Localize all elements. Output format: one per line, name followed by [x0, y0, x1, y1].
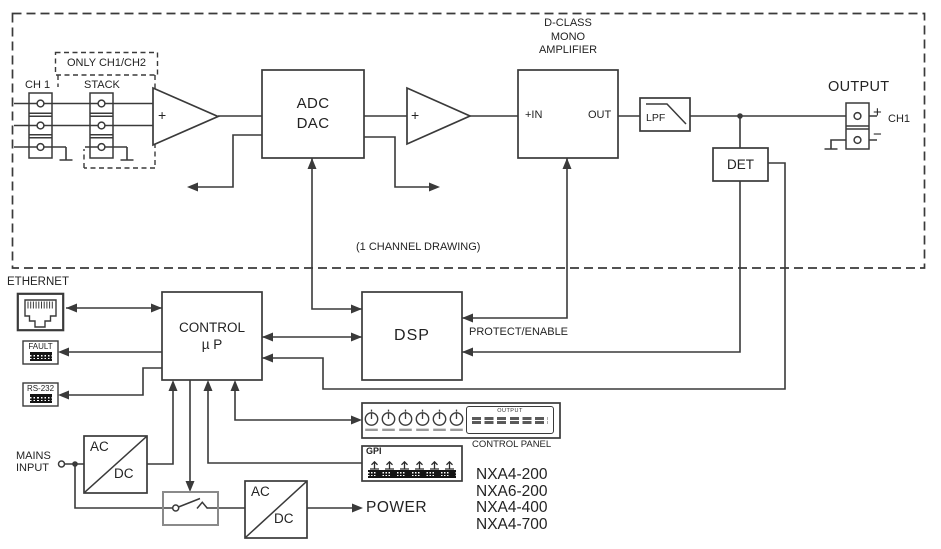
stack-terminal-block [89, 92, 114, 159]
pin-connector-icon [29, 351, 52, 361]
ch1-connector-label: CH 1 [25, 79, 51, 91]
acdc1-diagonal [84, 436, 147, 493]
fault-label: FAULT [28, 342, 53, 351]
acdc1-dc-label: DC [114, 466, 134, 481]
mains-terminal [57, 460, 66, 468]
model-name: NXA4-700 [476, 515, 548, 533]
wires [14, 102, 877, 509]
adc-dac-label: ADC DAC [296, 95, 330, 132]
protect-enable-label: PROTECT/ENABLE [469, 326, 569, 338]
input-wires [14, 102, 153, 161]
only-ch1ch2-dashed-box [54, 51, 159, 76]
control-wires [66, 158, 786, 396]
channel-section-dashed-box [11, 12, 926, 269]
pin-strip-icon [368, 470, 456, 478]
knob-labels [365, 428, 463, 431]
amp-in-label: +IN [525, 109, 543, 121]
dclass-amp-box [517, 69, 619, 159]
output-minus-sign: − [873, 126, 882, 143]
acdc1-box [83, 435, 148, 494]
det-box [712, 147, 769, 182]
model-name: NXA4-400 [476, 499, 548, 516]
block-outlines [22, 69, 769, 539]
dsp-box [361, 291, 463, 381]
control-panel-label: CONTROL PANEL [472, 439, 552, 450]
ch1-terminal-block [28, 92, 53, 159]
acdc1-ac-label: AC [90, 439, 109, 454]
pin-connector-icon [29, 393, 52, 403]
signal-path-wires [196, 115, 877, 188]
arrowheads [58, 158, 572, 513]
preamp-triangle [152, 86, 221, 147]
control-up-label: CONTROL µ P [178, 320, 245, 352]
power-label: POWER [366, 499, 428, 516]
control-panel-box [361, 402, 561, 439]
rj45-jack-icon [16, 292, 65, 332]
control-up-box [161, 291, 263, 381]
power-switch-box [162, 491, 219, 526]
power-wires [65, 380, 362, 509]
acdc2-diagonal [245, 481, 307, 538]
stack-connector-label: STACK [84, 79, 120, 91]
junction-dot [737, 113, 743, 119]
adc-dac-box [261, 69, 365, 159]
dip-switch-icons [370, 460, 454, 470]
rs232-label: RS-232 [26, 384, 55, 393]
panel-display: OUTPUT [466, 406, 554, 434]
det-label: DET [727, 157, 754, 172]
panel-display-row [472, 416, 548, 420]
dclass-amp-title: D-CLASS MONO AMPLIFIER [538, 17, 598, 56]
lpf-box [639, 97, 691, 132]
knob-pointers [370, 409, 458, 419]
symbols [57, 103, 743, 538]
panel-display-row [472, 421, 548, 425]
postamp-plus-sign: + [411, 107, 420, 123]
channel-drawing-note: (1 CHANNEL DRAWING) [356, 241, 481, 253]
junction-dot [72, 461, 78, 467]
rs232-box [22, 382, 59, 407]
model-list: NXA4-200 NXA6-200 NXA4-400 NXA4-700 [476, 466, 548, 533]
panel-knobs [364, 409, 464, 431]
model-name: NXA6-200 [476, 482, 548, 500]
terminal-blocks [28, 92, 870, 159]
acdc2-ac-label: AC [251, 484, 270, 499]
output-plus-sign: + [873, 104, 882, 121]
postamp-triangle [406, 86, 473, 146]
mains-input-label: MAINS INPUT [16, 450, 51, 474]
fault-box [22, 340, 59, 365]
ethernet-label: ETHERNET [7, 276, 69, 288]
preamp-plus-sign: + [158, 107, 167, 123]
only-ch1ch2-label: ONLY CH1/CH2 [66, 57, 147, 69]
acdc2-box [244, 480, 308, 539]
amp-out-label: OUT [588, 109, 612, 121]
model-name: NXA4-200 [476, 466, 548, 483]
switch-lever [178, 497, 209, 509]
lowpass-curve-icon [646, 103, 687, 125]
acdc2-dc-label: DC [274, 511, 294, 526]
dsp-label: DSP [394, 327, 430, 344]
switch-contact-icon [171, 504, 180, 512]
output-channel-label: CH1 [888, 113, 911, 125]
panel-display-title: OUTPUT [497, 408, 523, 414]
gpi-label: GPI [366, 446, 382, 456]
lpf-label: LPF [646, 112, 666, 124]
output-title: OUTPUT [828, 79, 890, 95]
gpi-box [361, 445, 463, 482]
